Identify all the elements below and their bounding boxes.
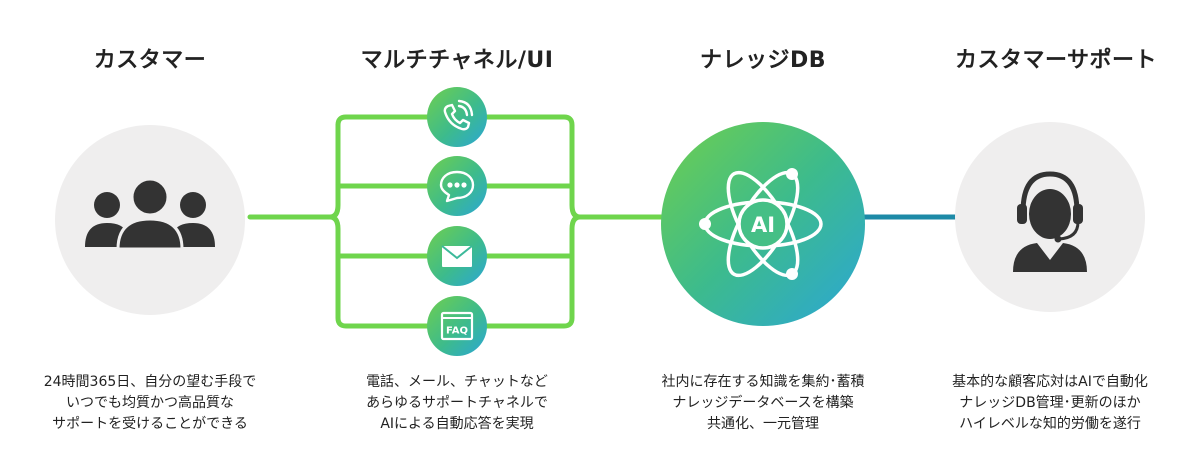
description-line: あらゆるサポートチャネルで — [366, 395, 548, 411]
phone-icon — [443, 99, 474, 131]
column-description-multichannel: 電話、メール、チャットなど あらゆるサポートチャネルで AIによる自動応答を実現 — [317, 372, 597, 435]
ai-atom-icon: AI — [699, 168, 823, 280]
column-title-customer: カスタマー — [93, 48, 207, 73]
knowledge-db-circle: AI — [661, 122, 865, 326]
description-line: ナレッジデータベースを構築 — [672, 395, 854, 411]
description-line: 基本的な顧客応対はAIで自動化 — [952, 374, 1148, 390]
column-title-customer-support: カスタマーサポート — [954, 48, 1158, 73]
description-line: 共通化、一元管理 — [707, 416, 819, 432]
customer-circle — [55, 125, 245, 315]
mail-icon — [441, 245, 473, 267]
channel-phone — [427, 87, 487, 147]
ai-label: AI — [751, 213, 775, 237]
channel-mail — [427, 226, 487, 286]
description-line: 社内に存在する知識を集約･蓄積 — [661, 374, 865, 390]
description-line: ハイレベルな知的労働を遂行 — [959, 416, 1141, 432]
customers-icon — [85, 177, 215, 251]
description-line: AIによる自動応答を実現 — [380, 416, 534, 432]
description-line: 24時間365日、自分の望む手段で — [43, 374, 257, 390]
description-line: ナレッジDB管理･更新のほか — [959, 395, 1141, 411]
column-title-multichannel: マルチチャネル/UI — [360, 48, 554, 73]
column-description-knowledge-db: 社内に存在する知識を集約･蓄積 ナレッジデータベースを構築 共通化、一元管理 — [623, 372, 903, 435]
description-line: サポートを受けることができる — [52, 416, 248, 432]
column-description-customer: 24時間365日、自分の望む手段で いつでも均質かつ高品質な サポートを受けるこ… — [10, 372, 290, 435]
support-agent-icon — [1013, 171, 1087, 272]
faq-icon-label: FAQ — [446, 326, 468, 337]
channel-faq: FAQ — [427, 296, 487, 356]
faq-icon: FAQ — [440, 311, 474, 341]
channel-chat — [427, 156, 487, 216]
column-description-customer-support: 基本的な顧客応対はAIで自動化 ナレッジDB管理･更新のほか ハイレベルな知的労… — [910, 372, 1190, 435]
chat-icon — [439, 170, 475, 203]
description-line: いつでも均質かつ高品質な — [66, 395, 234, 411]
customer-support-circle — [955, 122, 1145, 312]
description-line: 電話、メール、チャットなど — [366, 374, 548, 390]
column-title-knowledge-db: ナレッジDB — [699, 48, 827, 73]
